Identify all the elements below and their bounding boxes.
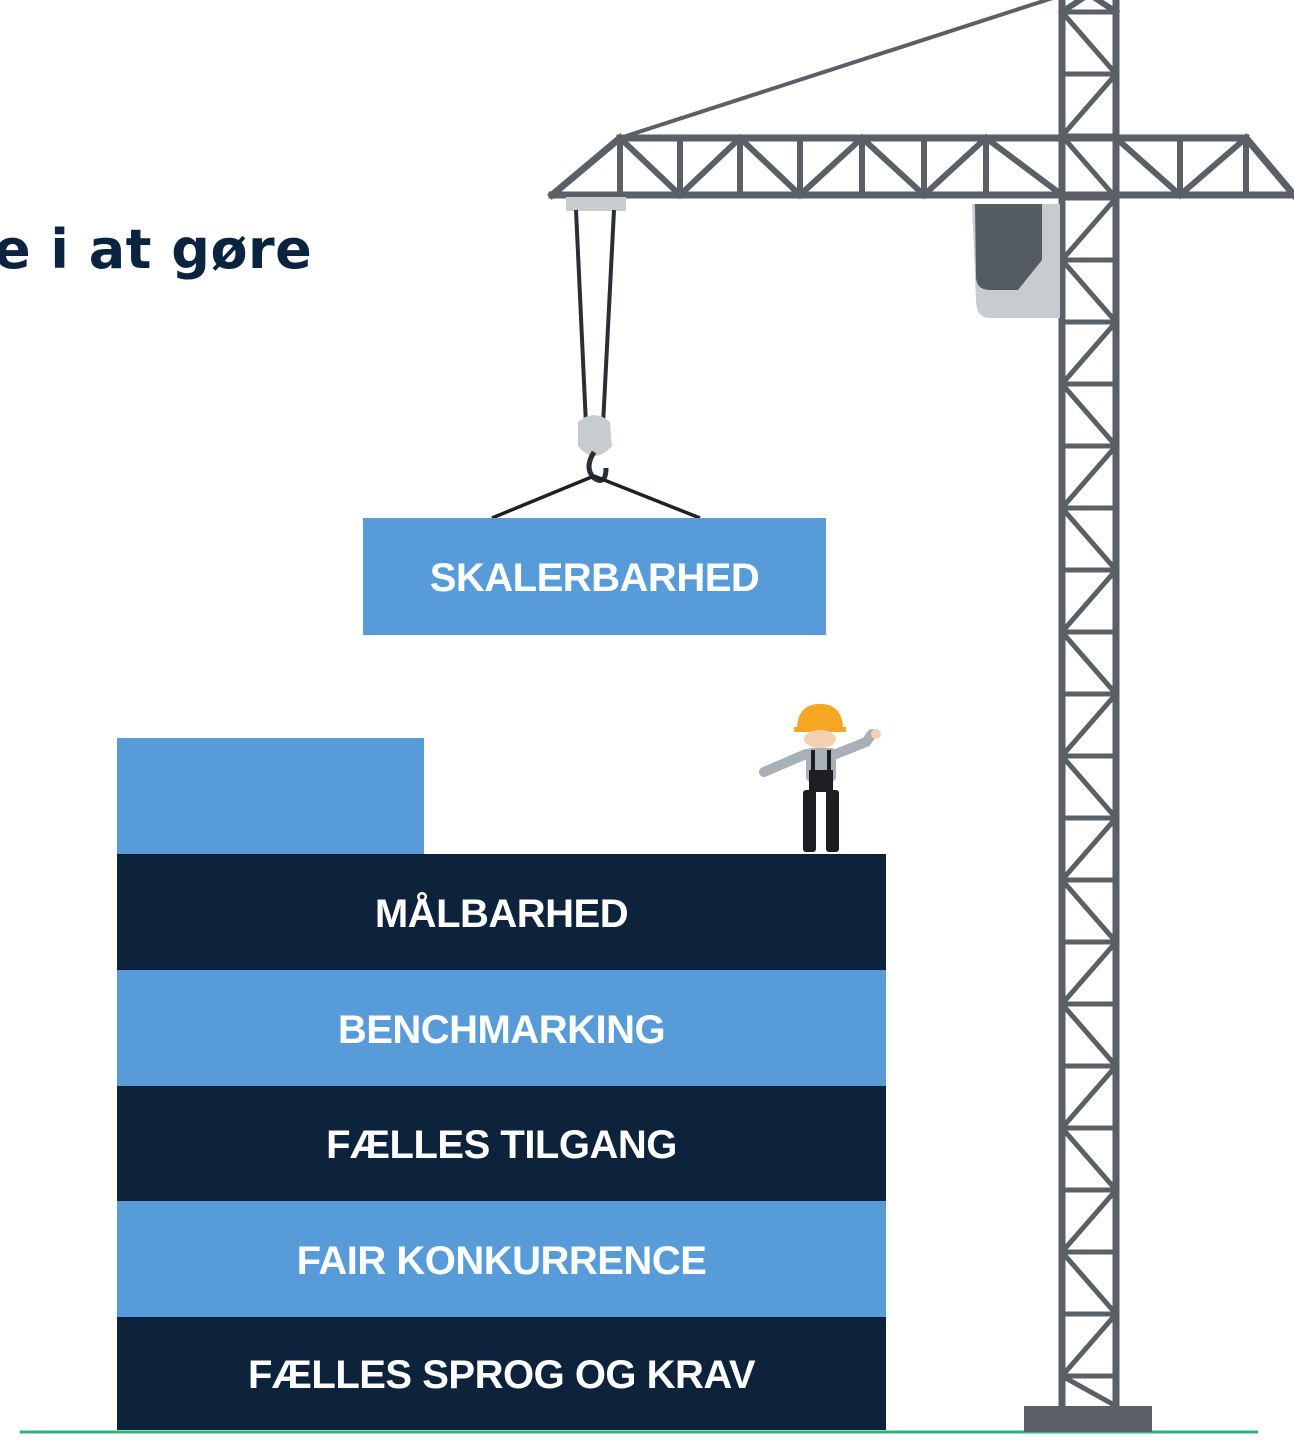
lattice-strut xyxy=(1058,504,1120,574)
lattice-strut xyxy=(981,133,1067,200)
lattice-strut xyxy=(675,133,745,200)
hanging-block-label: SKALERBARHED xyxy=(429,556,760,600)
lattice-strut xyxy=(1058,752,1120,822)
crane-base xyxy=(1024,1406,1152,1432)
lattice-strut xyxy=(1058,1310,1120,1380)
stack-top-block xyxy=(117,738,424,854)
lattice-strut xyxy=(1058,628,1120,698)
stack-block-faelles-sprog-og-krav: FÆLLES SPROG OG KRAV xyxy=(117,1317,886,1430)
lattice-strut xyxy=(1058,194,1120,264)
stack-block-label: FÆLLES TILGANG xyxy=(326,1123,677,1167)
lattice-strut xyxy=(1058,876,1120,946)
construction-worker-icon xyxy=(759,704,881,852)
lattice-strut xyxy=(1058,256,1120,326)
crane-hook-icon xyxy=(491,197,701,520)
stack-block-faelles-tilgang: FÆLLES TILGANG xyxy=(117,1086,886,1201)
lattice-strut xyxy=(735,133,805,200)
lattice-strut xyxy=(1058,566,1120,636)
stack-block-benchmarking: BENCHMARKING xyxy=(117,970,886,1086)
lattice-strut xyxy=(1058,8,1120,78)
lattice-strut xyxy=(1058,1062,1120,1132)
lattice-strut xyxy=(857,133,929,200)
lattice-strut xyxy=(795,133,867,200)
lattice-strut xyxy=(1111,133,1185,200)
lattice-strut xyxy=(1058,1248,1120,1318)
lattice-strut xyxy=(1058,938,1120,1008)
lattice-strut xyxy=(1175,133,1251,200)
lattice-strut xyxy=(1058,1372,1120,1410)
stack-block-label: FAIR KONKURRENCE xyxy=(296,1238,707,1283)
lattice-strut xyxy=(1058,318,1120,388)
stack-block-label: BENCHMARKING xyxy=(337,1007,666,1052)
lattice-strut xyxy=(1058,132,1120,202)
lattice-strut xyxy=(1058,1186,1120,1256)
lattice-strut xyxy=(1058,70,1120,140)
stack-block-label: MÅLBARHED xyxy=(374,891,629,936)
lattice-strut xyxy=(1058,1124,1120,1194)
page-heading: e i at gøre xyxy=(0,218,313,281)
lattice-strut xyxy=(1058,442,1120,512)
hanging-block-skalerbarhed: SKALERBARHED xyxy=(363,518,826,635)
stack-block-label: FÆLLES SPROG OG KRAV xyxy=(247,1353,756,1397)
lattice-strut xyxy=(615,133,685,200)
lattice-strut xyxy=(1058,690,1120,760)
lattice-strut xyxy=(919,133,991,200)
lattice-strut xyxy=(1058,380,1120,450)
crane-cab xyxy=(972,204,1060,318)
lattice-strut xyxy=(1058,814,1120,884)
stack-block-malbarhed: MÅLBARHED xyxy=(117,854,886,970)
tower-crane-icon xyxy=(547,0,1294,1416)
stack-block-fair-konkurrence: FAIR KONKURRENCE xyxy=(117,1201,886,1317)
lattice-strut xyxy=(1058,1000,1120,1070)
